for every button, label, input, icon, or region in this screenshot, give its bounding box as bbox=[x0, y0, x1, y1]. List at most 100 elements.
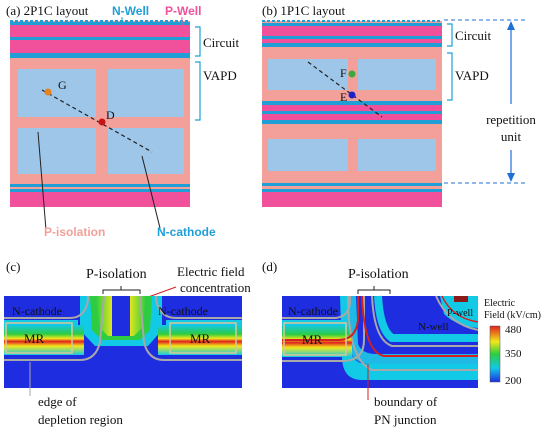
pb-nwell-strip-3 bbox=[262, 43, 442, 47]
pc-mr-left-label: MR bbox=[24, 331, 45, 346]
pa-pwell-label: P-Well bbox=[165, 4, 201, 18]
panel-a-title: (a) 2P1C layout bbox=[6, 3, 89, 18]
pb-gap bbox=[262, 186, 442, 189]
pb-cathode-tl bbox=[268, 59, 348, 90]
pa-circuit-bracket bbox=[195, 26, 201, 57]
colorbar-tick-350: 350 bbox=[505, 348, 522, 360]
pb-repetition-label-line1: repetition bbox=[486, 112, 536, 127]
pd-ncathode-label: N-cathode bbox=[288, 304, 338, 318]
pd-pwell-contact bbox=[454, 296, 468, 302]
pb-repetition-label-line2: unit bbox=[501, 129, 522, 144]
panel-c: (c) P-isolation Electric field concentra… bbox=[4, 259, 251, 427]
panel-d-title: (d) bbox=[262, 259, 277, 274]
pc-field-mr-right bbox=[158, 325, 242, 355]
pa-ncathode-label: N-cathode bbox=[157, 225, 216, 239]
pb-nwell-strip-4 bbox=[262, 101, 442, 105]
colorbar: Electric Field (kV/cm) 480 350 200 bbox=[484, 298, 541, 387]
pa-cutline bbox=[41, 89, 153, 153]
pb-pwell-strip-2 bbox=[262, 39, 442, 43]
panel-a: (a) 2P1C layout G D N-Well P-Well Circui… bbox=[6, 3, 239, 239]
pb-repetition-arrow-up-head bbox=[507, 21, 515, 30]
pa-nwell-strip-4 bbox=[10, 184, 190, 187]
pb-cathode-br bbox=[358, 139, 436, 171]
pb-cathode-bl bbox=[268, 139, 348, 171]
pc-mr-right-box bbox=[169, 322, 237, 354]
pb-point-f-dot bbox=[348, 70, 356, 78]
pb-nwell-strip-7 bbox=[262, 183, 442, 186]
pc-depletion-label-line1: edge of bbox=[38, 394, 77, 409]
pb-nwell-strip-6 bbox=[262, 120, 442, 124]
pc-mr-right-label: MR bbox=[190, 331, 211, 346]
pd-pn-label-line1: boundary of bbox=[374, 394, 438, 409]
pc-field-mr-left bbox=[4, 325, 84, 355]
pa-pisolation-label: P-isolation bbox=[44, 225, 105, 239]
pd-field-inner bbox=[350, 296, 478, 364]
pc-field-center-core bbox=[112, 296, 130, 336]
colorbar-title-line1: Electric bbox=[484, 298, 516, 309]
pd-mr-box bbox=[283, 322, 347, 356]
pb-point-f-label: F bbox=[340, 66, 347, 80]
pd-depletion-edge-right-upper bbox=[371, 295, 478, 347]
pd-mr-label: MR bbox=[302, 332, 323, 347]
pb-circuit-label: Circuit bbox=[455, 28, 491, 43]
pb-circuit-bracket bbox=[447, 23, 453, 47]
pc-depletion-label-line2: depletion region bbox=[38, 412, 123, 427]
pc-ncathode-left-label: N-cathode bbox=[12, 304, 62, 318]
pa-vapd-label: VAPD bbox=[203, 68, 237, 83]
pa-pisolation-leader bbox=[37, 131, 47, 231]
pd-field-secondary-band bbox=[374, 295, 478, 342]
pc-depletion-edge-top-left bbox=[4, 296, 89, 319]
pa-pwell-strip-2 bbox=[10, 40, 190, 53]
colorbar-gradient bbox=[489, 325, 501, 383]
pd-pisolation-label: P-isolation bbox=[348, 267, 409, 282]
pa-point-d-dot bbox=[98, 118, 106, 126]
pb-pwell-strip-5 bbox=[262, 192, 442, 207]
colorbar-tick-200: 200 bbox=[505, 375, 522, 387]
pb-vapd-bracket bbox=[447, 52, 453, 101]
pa-nwell-strip-1 bbox=[10, 22, 190, 25]
pd-pisolation-bracket bbox=[357, 289, 391, 294]
pc-efield-label-line2: concentration bbox=[180, 280, 251, 295]
pb-pwell-strip-3 bbox=[262, 105, 442, 111]
pa-nwell-label: N-Well bbox=[112, 4, 149, 18]
pb-cutline bbox=[307, 61, 383, 118]
pb-pwell-strip-4 bbox=[262, 114, 442, 120]
panel-b-title: (b) 1P1C layout bbox=[262, 3, 345, 18]
pb-repetition-arrow-down-head bbox=[507, 173, 515, 182]
pd-field-outer bbox=[340, 296, 478, 380]
pb-point-e-label: E bbox=[340, 90, 347, 104]
pc-depletion-edge-inner-left bbox=[4, 295, 105, 361]
pa-point-g-label: G bbox=[58, 78, 67, 92]
pc-ncathode-right-label: N-cathode bbox=[158, 304, 208, 318]
panel-c-title: (c) bbox=[6, 259, 20, 274]
pd-pn-junction-pwell bbox=[441, 295, 479, 323]
pb-point-e-dot bbox=[348, 91, 356, 99]
pa-pwell-strip-1 bbox=[10, 25, 190, 37]
pb-pwell-strip-1 bbox=[262, 26, 442, 36]
pc-depletion-edge-top-right bbox=[155, 296, 242, 319]
pc-depletion-edge-inner-right bbox=[139, 295, 242, 361]
pa-cathode-br bbox=[108, 128, 184, 174]
pb-vapd-label: VAPD bbox=[455, 68, 489, 83]
pd-nwell-label: N-well bbox=[418, 321, 449, 333]
pb-nwell-strip-8 bbox=[262, 189, 442, 192]
pc-mr-left-box bbox=[5, 322, 73, 354]
pc-pisolation-bracket bbox=[102, 289, 141, 294]
colorbar-tick-480: 480 bbox=[505, 324, 522, 336]
pb-nwell-strip-5 bbox=[262, 111, 442, 114]
pd-pn-junction-left bbox=[282, 296, 359, 341]
colorbar-title-line2: Field (kV/cm) bbox=[484, 310, 541, 321]
pb-nwell-strip-2 bbox=[262, 36, 442, 39]
pa-nwell-strip-2 bbox=[10, 37, 190, 40]
pb-nwell-strip-1 bbox=[262, 23, 442, 26]
panel-d: (d) P-isolation MR N-cathode N-well P-we… bbox=[262, 259, 479, 427]
pa-nwell-strip-3 bbox=[10, 53, 190, 58]
panel-b: (b) 1P1C layout F E Circuit VAPD bbox=[262, 3, 536, 207]
pa-circuit-label: Circuit bbox=[203, 35, 239, 50]
pa-nwell-strip-5 bbox=[10, 189, 190, 192]
pd-pwell-label: P-well bbox=[447, 308, 473, 319]
pa-vapd-bracket bbox=[195, 61, 201, 121]
pd-pn-junction-right bbox=[361, 295, 478, 357]
pa-cathode-bl bbox=[18, 128, 96, 174]
